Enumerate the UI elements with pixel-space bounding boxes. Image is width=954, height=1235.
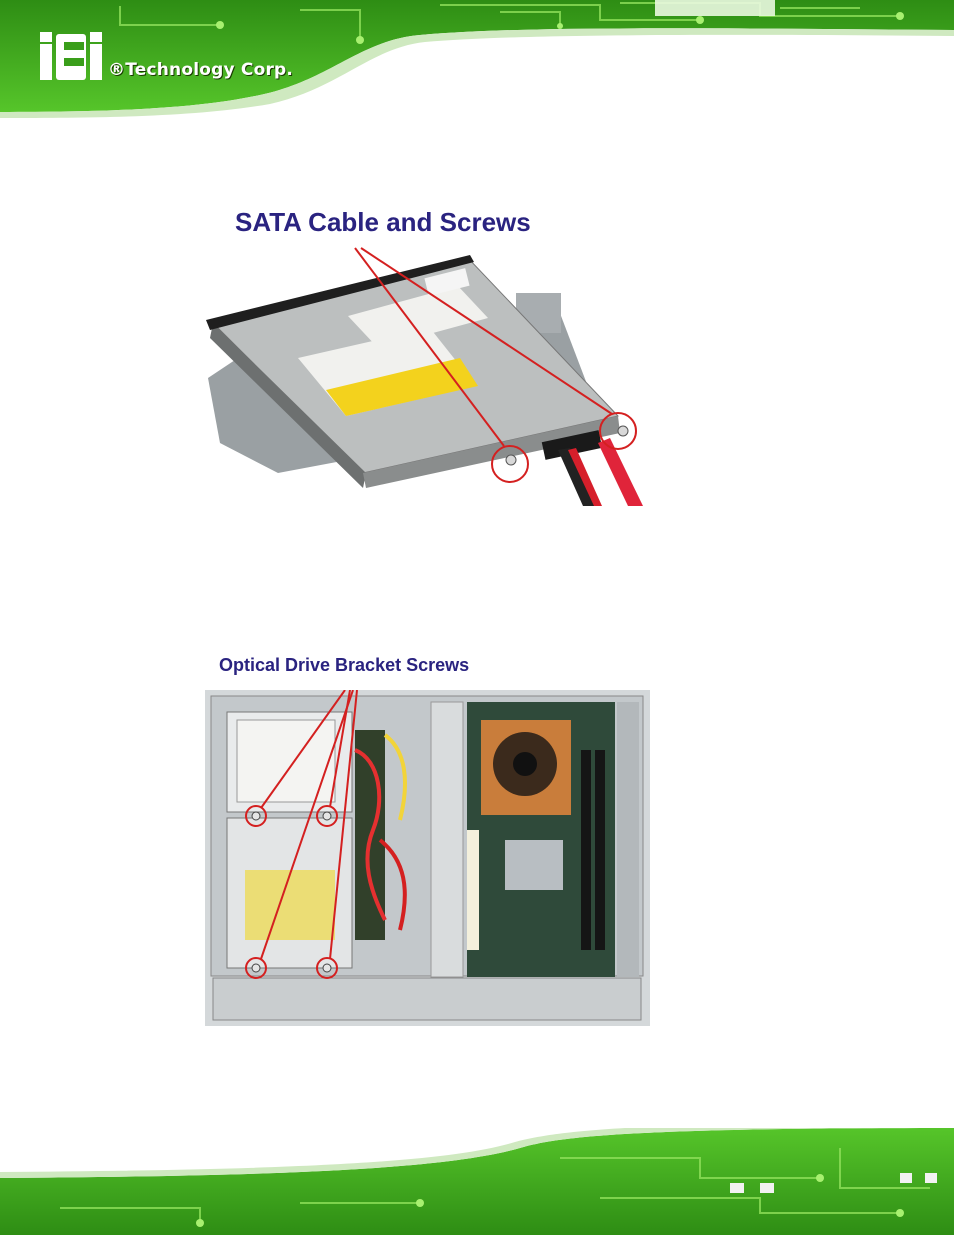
figure-title-sata: SATA Cable and Screws [235,207,531,237]
optical-drive-photo [206,247,643,506]
figure-title-bracket: Optical Drive Bracket Screws [219,655,470,675]
iei-logo-icon [40,32,102,80]
company-logo: ®Technology Corp. [38,30,293,86]
chassis-interior-photo [205,690,650,1026]
footer-pcb-banner [0,1128,954,1235]
header-pcb-banner [0,0,954,118]
logo-text: ®Technology Corp. [108,60,294,80]
